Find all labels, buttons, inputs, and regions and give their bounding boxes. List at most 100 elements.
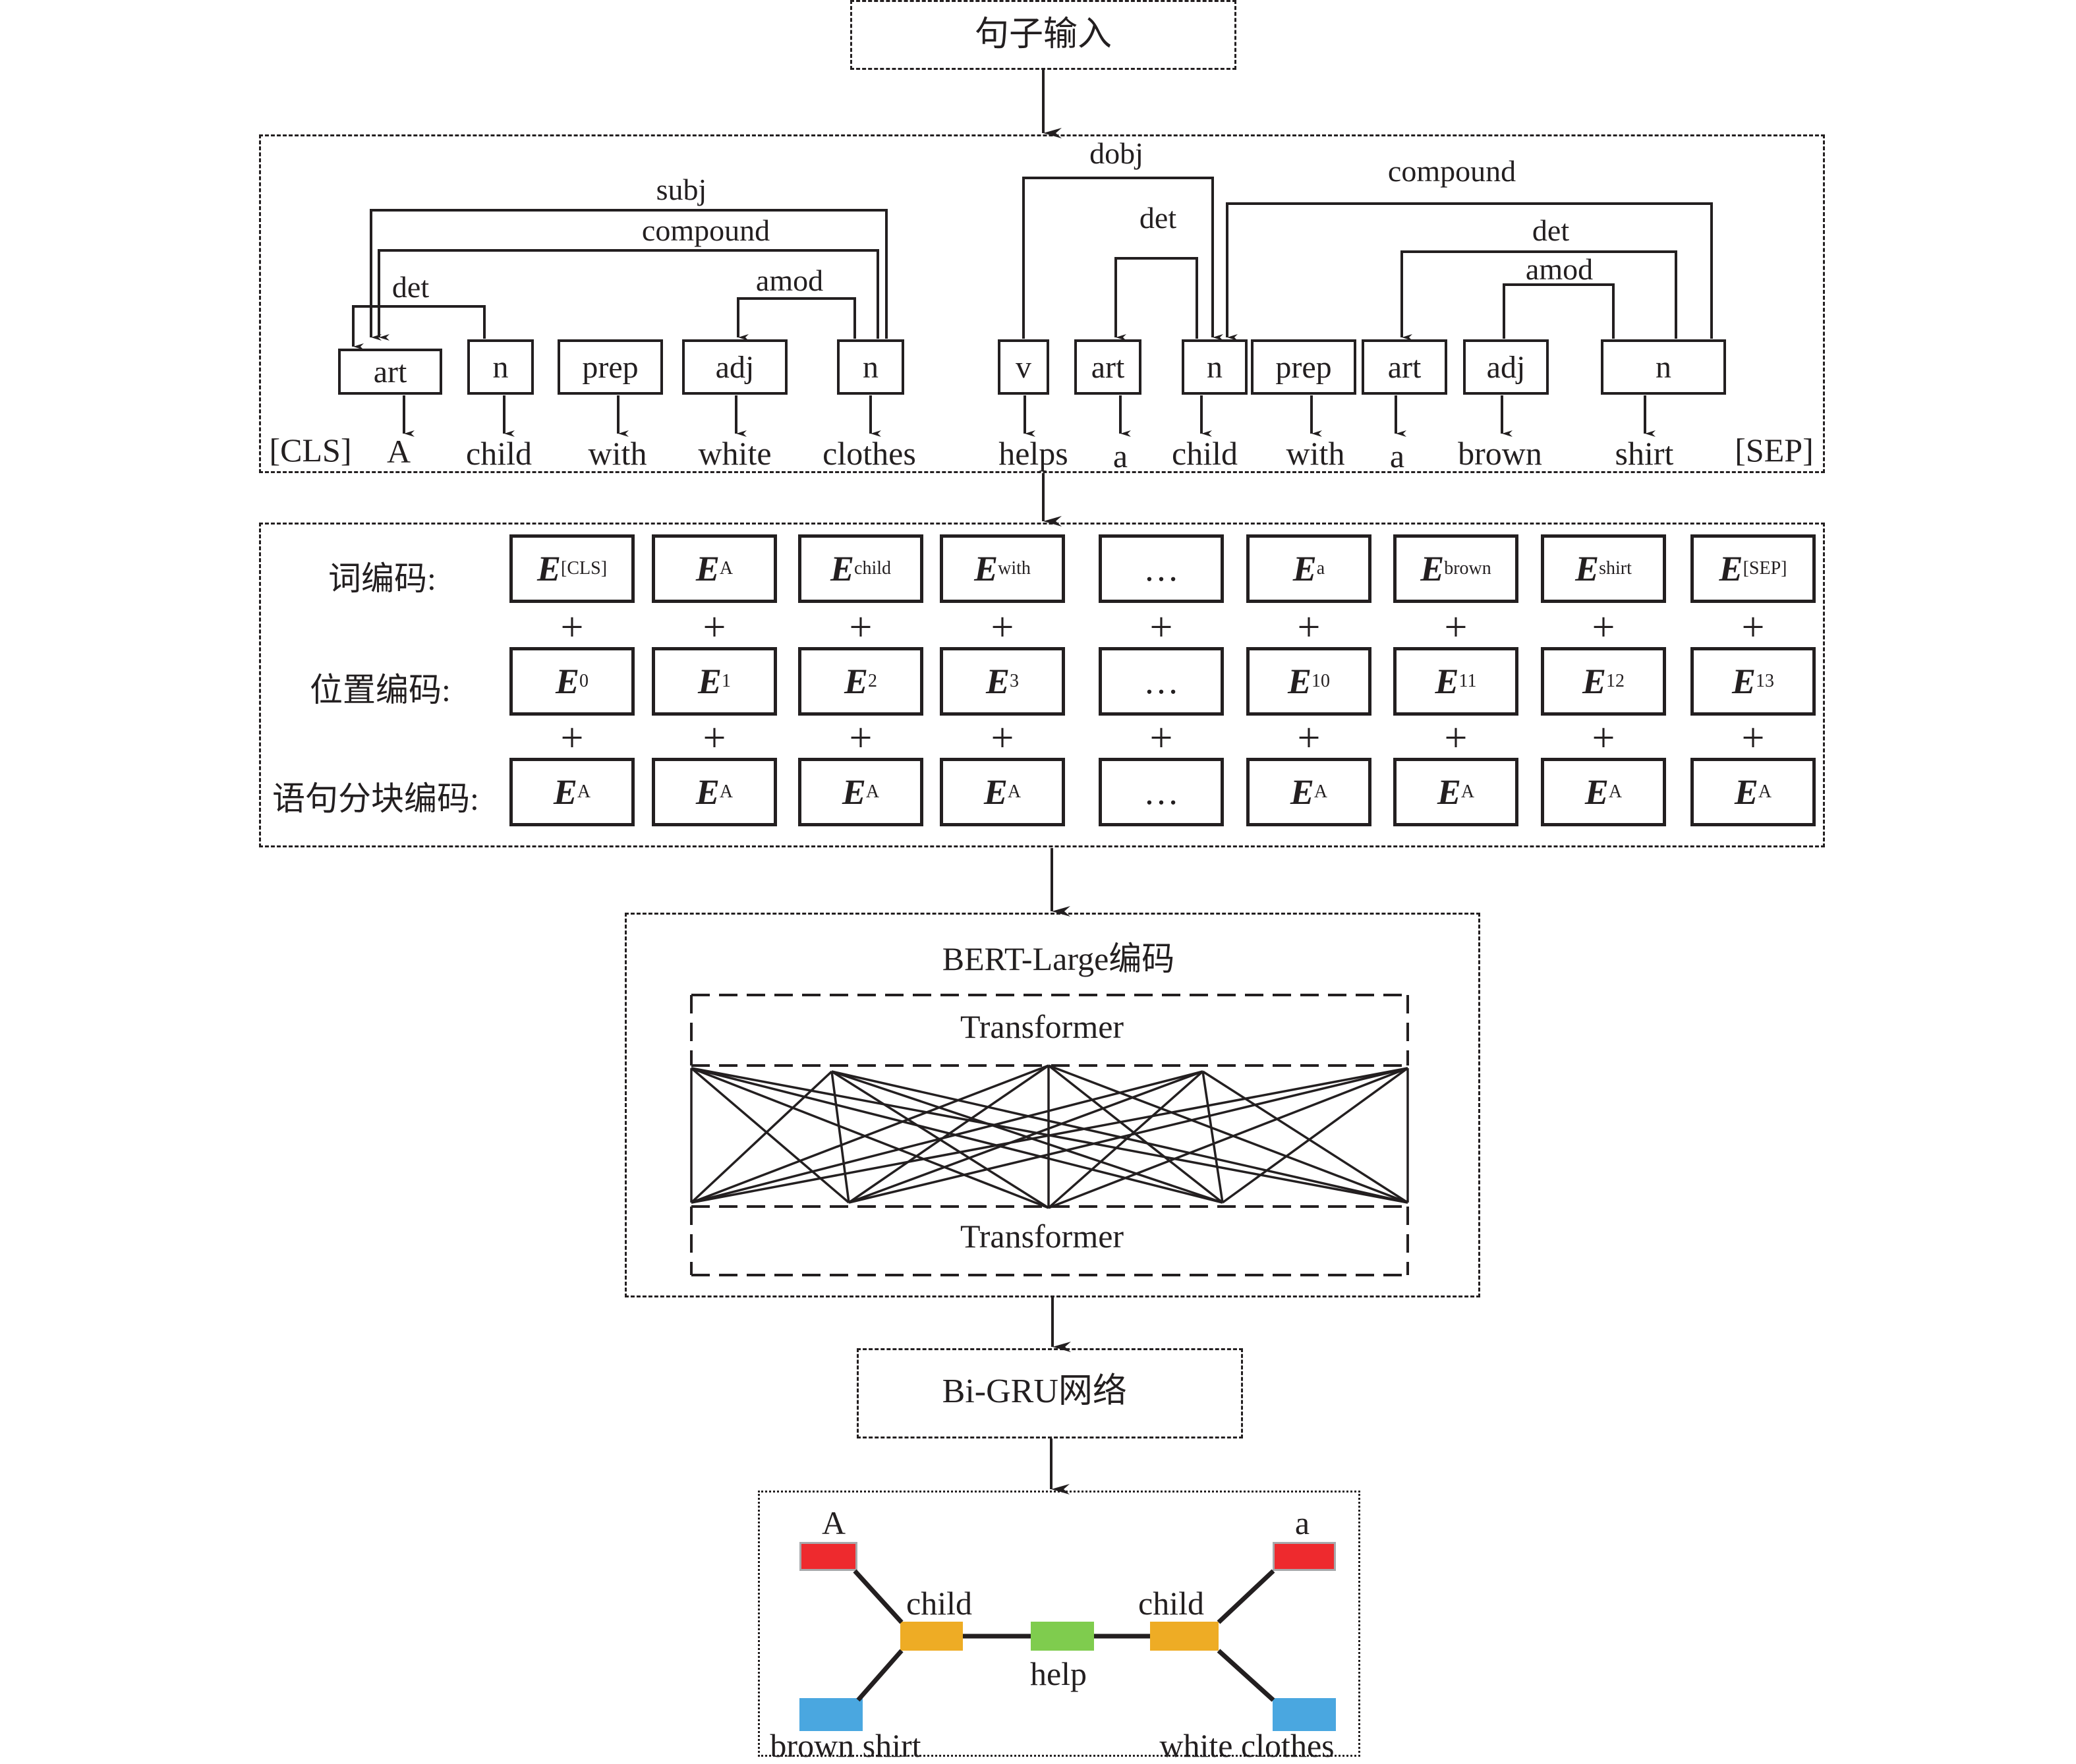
relation-label-det-2: det <box>1139 201 1177 235</box>
embedding-symbol: E <box>695 772 720 812</box>
pos-box-v: v <box>998 339 1049 395</box>
embedding-symbol: E <box>555 662 580 701</box>
pos-tag: adj <box>715 349 755 385</box>
embedding-subscript: A <box>577 782 591 802</box>
plus-sign: + <box>1149 605 1173 650</box>
embedding-subscript: 2 <box>868 671 878 691</box>
word-A: A <box>386 433 411 470</box>
relation-label-compound-1: compound <box>641 213 770 247</box>
pos-tag: prep <box>582 349 639 385</box>
pos-box-art-1: art <box>338 349 442 395</box>
ellipsis: … <box>1143 549 1179 588</box>
word-white: white <box>698 435 772 472</box>
plus-sign: + <box>1444 605 1468 650</box>
embedding-subscript: child <box>854 558 892 579</box>
embedding-subscript: [SEP] <box>1743 558 1787 579</box>
pos-box-adj-2: adj <box>1463 339 1549 395</box>
embedding-subscript: 0 <box>579 671 589 691</box>
embedding-symbol: E <box>844 662 869 701</box>
word-shirt: shirt <box>1615 435 1674 472</box>
arc-subj <box>370 209 888 341</box>
token-embedding-cell: … <box>1099 534 1224 603</box>
embedding-subscript: A <box>1313 782 1328 802</box>
transformer-bottom-label: Transformer <box>960 1218 1124 1255</box>
plus-sign: + <box>1297 716 1321 760</box>
embedding-subscript: A <box>1758 782 1772 802</box>
plus-sign: + <box>1297 605 1321 650</box>
pos-box-prep-2: prep <box>1251 339 1356 395</box>
arc-det-3 <box>1400 250 1677 341</box>
pos-box-art-3: art <box>1362 339 1447 395</box>
graph-node-a <box>1273 1542 1336 1571</box>
embedding-symbol: E <box>983 772 1008 812</box>
pos-tag: art <box>1387 349 1422 385</box>
embedding-subscript: 12 <box>1606 671 1625 691</box>
graph-node-white-clothes <box>1273 1698 1336 1731</box>
sep-token: [SEP] <box>1735 432 1814 469</box>
row-label-segment-embedding: 语句分块编码: <box>272 780 479 817</box>
attention-edge <box>1202 1070 1408 1204</box>
embedding-subscript: 13 <box>1756 671 1775 691</box>
graph-edge-A-child1 <box>853 1569 904 1624</box>
pos-box-n-4: n <box>1601 339 1726 395</box>
embedding-subscript: a <box>1316 558 1325 579</box>
word-child-2: child <box>1172 435 1238 472</box>
word-with-2: with <box>1286 435 1345 472</box>
word-brown: brown <box>1458 435 1542 472</box>
embedding-symbol: E <box>1582 662 1607 701</box>
graph-edge-child2-a <box>1217 1569 1275 1624</box>
word-a-1: a <box>1112 438 1128 474</box>
embedding-symbol: E <box>1731 662 1756 701</box>
relation-label-subj: subj <box>656 173 707 206</box>
embedding-symbol: E <box>830 549 855 588</box>
segment-embedding-cell: … <box>1099 758 1224 826</box>
position-embedding-cell: … <box>1099 647 1224 716</box>
attention-edge <box>691 1067 1049 1209</box>
plus-sign: + <box>1741 605 1765 650</box>
word-clothes: clothes <box>822 435 916 472</box>
embedding-subscript: A <box>1608 782 1623 802</box>
pos-tag: art <box>373 354 407 389</box>
arc-dobj <box>1022 177 1223 341</box>
graph-edge-child2-white <box>1217 1649 1275 1702</box>
word-child-1: child <box>466 435 532 472</box>
token-embedding-cell: E[SEP] <box>1690 534 1816 603</box>
plus-sign: + <box>849 605 873 650</box>
attention-edge <box>1201 1071 1224 1203</box>
attention-edge <box>848 1064 1049 1204</box>
embedding-subscript: 11 <box>1458 671 1477 691</box>
graph-node-A <box>799 1542 857 1571</box>
attention-edge <box>1048 1064 1408 1204</box>
pos-box-n-3: n <box>1182 339 1248 395</box>
token-embedding-cell: E[CLS] <box>509 534 635 603</box>
embedding-symbol: E <box>1292 549 1317 588</box>
attention-edge <box>690 1070 833 1204</box>
plus-sign: + <box>560 605 584 650</box>
graph-node-label: child <box>1138 1585 1204 1622</box>
pos-tag: n <box>1656 349 1671 385</box>
plus-sign: + <box>560 716 584 760</box>
bert-title: BERT-Large编码 <box>942 940 1175 977</box>
embedding-symbol: E <box>1435 662 1459 701</box>
word-with-1: with <box>588 435 647 472</box>
arc-det-2 <box>1114 257 1198 341</box>
attention-edge <box>1047 1070 1204 1209</box>
pos-box-prep-1: prep <box>558 339 663 395</box>
plus-sign: + <box>849 716 873 760</box>
attention-edge <box>848 1067 1408 1204</box>
graph-node-label: A <box>821 1504 846 1541</box>
attention-edge <box>691 1067 1408 1204</box>
embedding-symbol: E <box>1290 772 1314 812</box>
graph-node-label: child <box>906 1585 972 1622</box>
